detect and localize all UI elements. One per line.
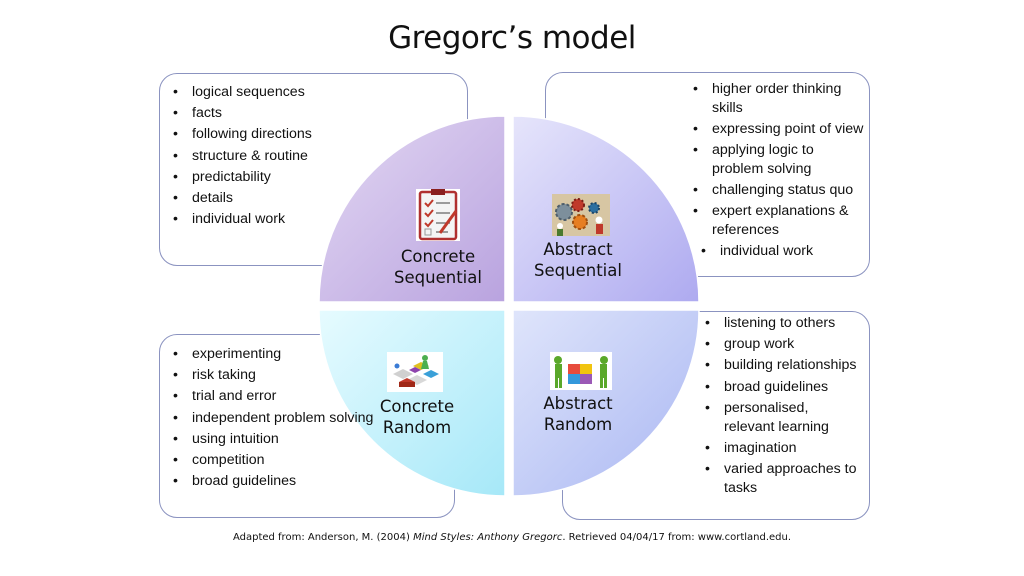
list-item: facts: [170, 104, 460, 123]
list-item: individual work: [698, 242, 865, 261]
citation-text: Adapted from: Anderson, M. (2004): [232, 532, 414, 543]
list-item: challenging status quo: [690, 181, 865, 200]
abstract-random-label: Abstract Random: [543, 394, 613, 434]
list-item: varied approaches to tasks: [702, 460, 862, 498]
list-item: broad guidelines: [170, 472, 450, 491]
gears-people-icon: [552, 194, 610, 236]
list-item: details: [170, 189, 460, 208]
list-item: imagination: [702, 439, 862, 458]
list-item: predictability: [170, 168, 460, 187]
citation-title: Mind Styles: Anthony Gregorc: [413, 532, 563, 543]
list-item: expressing point of view: [690, 120, 865, 139]
abstract-sequential-list: higher order thinking skills expressing …: [690, 80, 865, 264]
list-item: competition: [170, 451, 450, 470]
citation-source: . Retrieved 04/04/17 from: www.cortland.…: [562, 532, 792, 543]
list-item: group work: [702, 335, 862, 354]
concrete-sequential-list: logical sequences facts following direct…: [170, 83, 460, 231]
list-item: individual work: [170, 210, 460, 229]
citation-footer: Adapted from: Anderson, M. (2004) Mind S…: [0, 532, 1024, 543]
list-item: experimenting: [170, 345, 450, 364]
list-item: personalised, relevant learning: [702, 399, 862, 437]
list-item: trial and error: [170, 387, 450, 406]
list-item: listening to others: [702, 314, 862, 333]
list-item: applying logic to problem solving: [690, 141, 865, 179]
abstract-sequential-label: Abstract Sequential: [534, 240, 622, 280]
list-item: following directions: [170, 125, 460, 144]
page-title: Gregorc’s model: [388, 20, 636, 56]
list-item: using intuition: [170, 430, 450, 449]
list-item: higher order thinking skills: [690, 80, 865, 118]
list-item: expert explanations & references: [690, 202, 865, 240]
concrete-sequential-label: Concrete Sequential: [394, 247, 482, 287]
list-item: structure & routine: [170, 147, 460, 166]
puzzle-people-icon: [550, 352, 612, 390]
abstract-random-list: listening to others group work building …: [702, 314, 862, 500]
list-item: building relationships: [702, 356, 862, 375]
list-item: logical sequences: [170, 83, 460, 102]
concrete-random-list: experimenting risk taking trial and erro…: [170, 345, 450, 493]
list-item: independent problem solving: [170, 409, 450, 428]
list-item: risk taking: [170, 366, 450, 385]
list-item: broad guidelines: [702, 378, 862, 397]
